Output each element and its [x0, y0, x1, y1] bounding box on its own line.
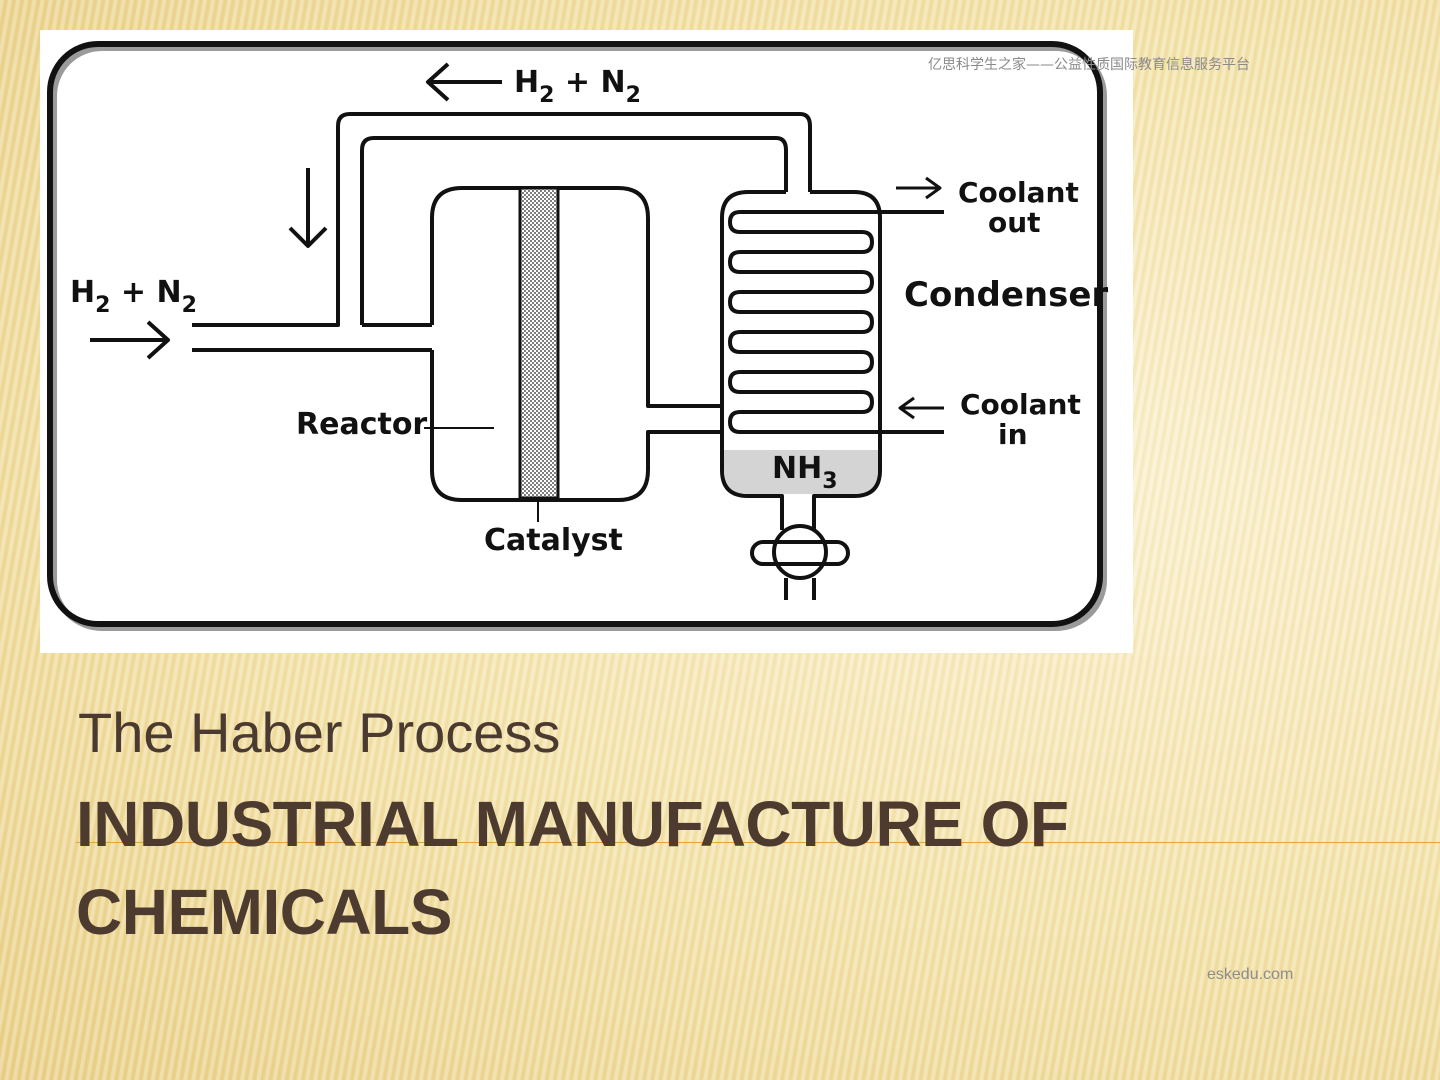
slide-title: Industrial Manufacture of Chemicals	[76, 788, 1069, 948]
top-flow-label: H2 + N2	[514, 65, 641, 108]
catalyst-label: Catalyst	[484, 523, 623, 558]
inlet-arrow	[90, 320, 170, 360]
coolant-out-label-2: out	[988, 206, 1041, 239]
slide-subtitle: The Haber Process	[78, 701, 561, 764]
reactor-label: Reactor	[296, 407, 427, 442]
catalyst-bed	[518, 186, 560, 500]
haber-process-diagram: H2 + N2 H2 + N2 Reactor Catalyst Coolant…	[40, 30, 1133, 653]
coolant-out-label: Coolant	[958, 176, 1079, 209]
coolant-in-arrow	[898, 396, 944, 420]
coolant-out-arrow	[896, 176, 942, 200]
inlet-label: H2 + N2	[70, 275, 197, 318]
frame	[47, 41, 1103, 627]
inlet-pipe-inner	[360, 136, 788, 325]
condenser-coil	[728, 210, 944, 434]
down-arrow	[288, 168, 328, 248]
top-arrow	[426, 62, 502, 102]
coolant-in-label: Coolant	[960, 388, 1081, 421]
ammonia-label: NH3	[772, 451, 838, 494]
frame-shadow	[51, 45, 1107, 631]
inlet-pipe-top	[192, 112, 812, 327]
title-accent-rule	[76, 842, 1440, 843]
condenser-vessel	[720, 190, 882, 530]
watermark-text: 亿思科学生之家——公益性质国际教育信息服务平台	[928, 57, 1250, 73]
valve-bulb	[772, 524, 828, 580]
coolant-in-label-2: in	[998, 418, 1028, 451]
valve	[750, 540, 850, 566]
ammonia-liquid	[724, 450, 878, 494]
reactor-vessel	[430, 186, 724, 502]
diagram-svg: H2 + N2 H2 + N2 Reactor Catalyst Coolant…	[47, 41, 1108, 631]
footer-url: eskedu.com	[1207, 966, 1294, 983]
condenser-label: Condenser	[904, 275, 1108, 315]
